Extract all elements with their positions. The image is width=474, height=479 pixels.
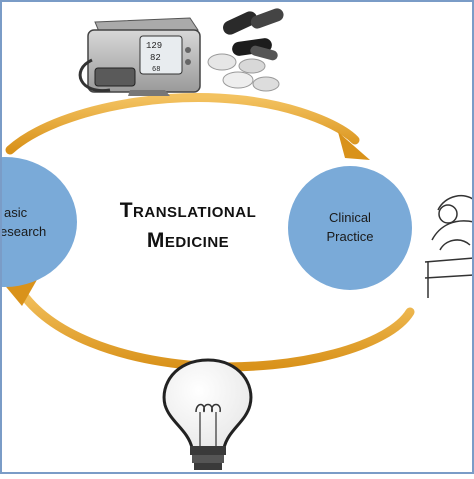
pills-icon: [207, 8, 284, 92]
light-bulb-icon: [162, 358, 253, 470]
basic-research-label-line-1: asic: [4, 205, 28, 220]
bottom-arc-arrow: [2, 278, 415, 372]
clinical-practice-label-line-2: Practice: [326, 229, 374, 244]
diagram-title: Translational Medicine: [100, 196, 276, 256]
svg-text:68: 68: [152, 66, 160, 74]
basic-research-node: [0, 157, 77, 287]
clinical-practice-label-line-1: Clinical: [329, 210, 371, 225]
clinical-practice-label: Clinical Practice: [300, 208, 400, 246]
top-arrowhead: [338, 132, 370, 160]
top-arc-arrow: [5, 93, 370, 160]
title-line-1: Translational: [119, 199, 257, 222]
basic-research-label-line-2: esearch: [0, 224, 47, 239]
title-line-2: Medicine: [146, 229, 230, 252]
blood-pressure-monitor-icon: 129 82 68: [78, 17, 201, 96]
svg-text:82: 82: [150, 53, 161, 63]
svg-text:129: 129: [146, 41, 162, 51]
clinical-practice-node: [288, 166, 412, 290]
patient-bed-icon: [424, 194, 474, 298]
basic-research-label: asic esearch: [0, 203, 48, 241]
